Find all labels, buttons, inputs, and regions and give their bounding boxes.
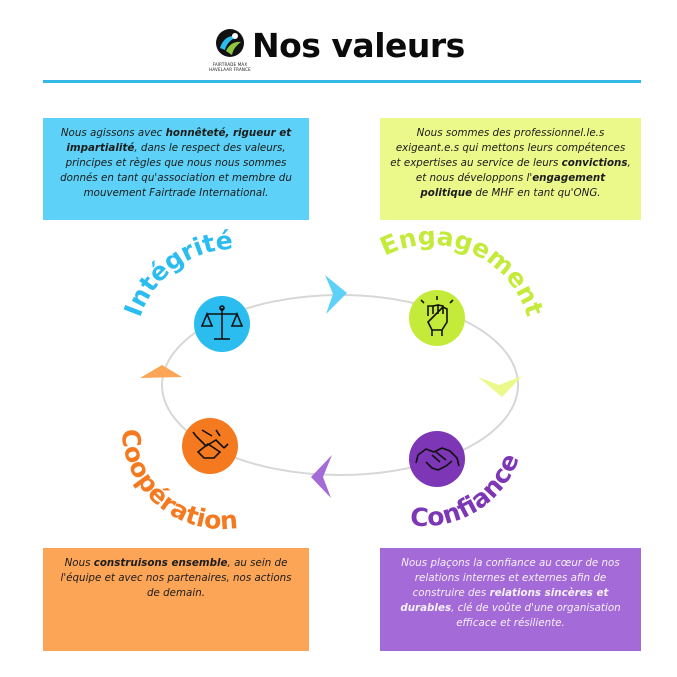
integrite-node [194,296,250,352]
header: FAIRTRADE MAX HAVELAAR FRANCE Nos valeur… [0,18,677,78]
text-run: de MHF en tant qu'ONG. [472,187,601,199]
engagement-description: Nous sommes des professionnel.le.s exige… [380,118,641,220]
scales-icon [200,305,244,340]
fairtrade-logo-icon [216,29,244,57]
text-run: Nous plaçons la confiance au cœur de nos… [401,557,620,599]
arrow-cooperation-to-integrite [140,365,182,378]
text-run: , clé de voûte d'une organisation effica… [451,602,621,629]
text-run: construisons ensemble [93,557,228,569]
text-run: Nous [64,557,94,569]
handshake-icon [415,447,460,471]
confiance-description: Nous plaçons la confiance au cœur de nos… [380,548,641,651]
text-run: , et nous développons l' [415,157,631,184]
text-run: relations sincères et durables [400,587,609,614]
text-run: engagement politique [420,172,606,199]
engagement-label: Engagement [376,221,549,319]
logo-caption: FAIRTRADE MAX HAVELAAR FRANCE [209,62,251,72]
text-run: Nous agissons avec [60,127,166,139]
cooperation-node [182,418,238,474]
cooperation-description: Nous construisons ensemble, au sein de l… [43,548,309,651]
confiance-node [409,431,465,487]
raised-fist-icon [420,296,454,336]
arrow-engagement-to-confiance [478,376,522,397]
text-run: honnêteté, rigueur et impartialité [66,127,292,154]
stacked-hands-icon [192,429,229,459]
engagement-node [409,290,465,346]
text-run: convictions [561,157,628,169]
text-run: , dans le respect des valeurs, principes… [60,142,292,199]
header-divider [43,80,641,83]
integrite-description: Nous agissons avec honnêteté, rigueur et… [43,118,309,220]
text-run: , au sein de l'équipe et avec nos parten… [60,557,292,599]
arrow-confiance-to-cooperation [311,455,332,498]
page-title: Nos valeurs [252,26,465,65]
text-run: Nous sommes des professionnel.le.s exige… [390,127,626,169]
arrow-integrite-to-engagement [325,275,347,314]
